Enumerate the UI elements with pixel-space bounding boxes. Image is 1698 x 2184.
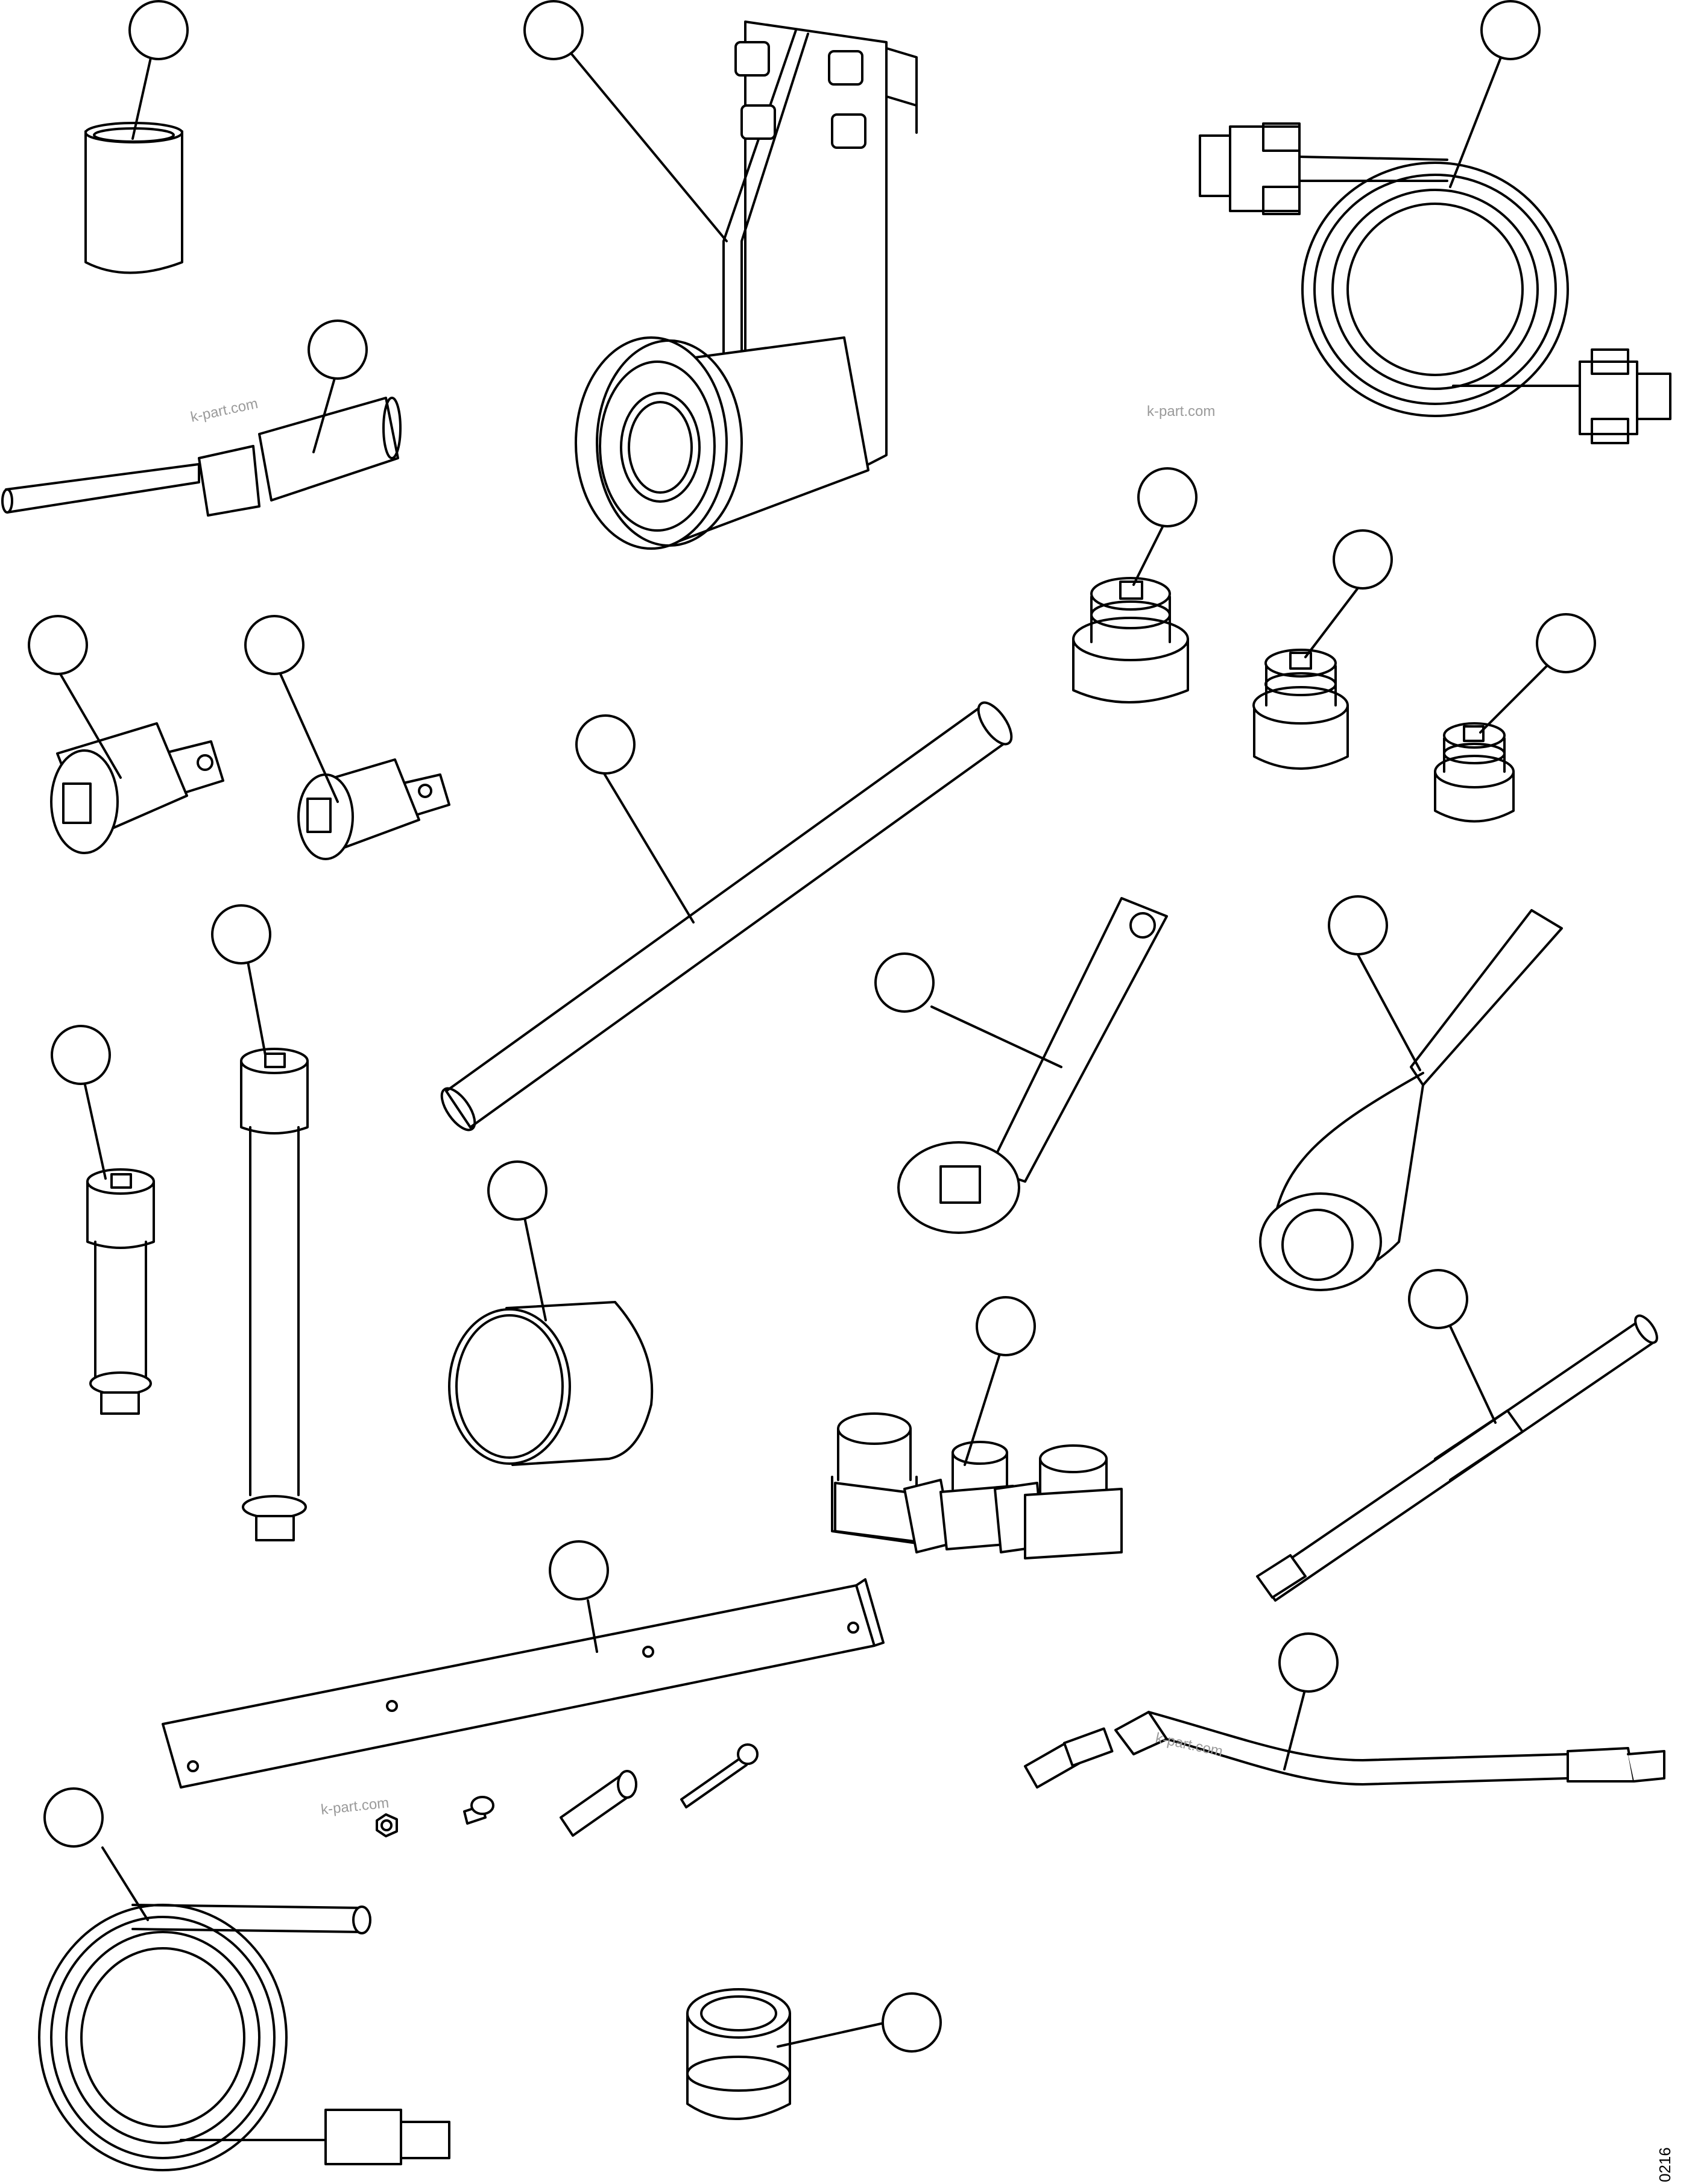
probe-part [1,397,402,517]
callout-12[interactable] [1328,895,1388,955]
callout-8[interactable] [28,615,88,675]
callout-21[interactable] [882,1992,942,2053]
callout-5[interactable] [1137,467,1198,527]
cable-part [1199,122,1671,444]
socket-large-part [1072,577,1189,703]
tee-fitting-part [831,1412,1123,1559]
adapter-small-part [297,758,450,860]
callout-17[interactable] [1408,1269,1468,1329]
extension-short-part [86,1168,155,1415]
watermark-1: k-part.com [189,395,259,426]
callout-16[interactable] [976,1296,1036,1356]
watermark-3: k-part.com [320,1795,390,1818]
extension-long-part [240,1048,309,1541]
rod-part [1256,1314,1658,1602]
spanner-wrench-part [897,897,1168,1234]
coil-cable-part [38,1904,450,2171]
bar-part [440,701,1013,1131]
callout-11[interactable] [874,952,935,1013]
callout-20[interactable] [43,1787,104,1848]
figure-code: 0216 [1656,2147,1674,2182]
callout-7[interactable] [1536,613,1596,673]
watermark-2: k-part.com [1147,403,1215,420]
callout-4[interactable] [308,319,368,380]
callout-3[interactable] [1480,0,1541,60]
watermark-4: k-part.com [1154,1729,1224,1760]
leader-lines [59,47,1560,2048]
callout-10[interactable] [575,714,636,775]
socket-medium-part [1252,649,1349,770]
callout-circles [28,0,1596,2053]
callout-6[interactable] [1333,529,1393,590]
splined-socket-part [686,1988,791,2120]
callout-19[interactable] [1278,1632,1339,1693]
sleeve-part [84,122,183,274]
callout-13[interactable] [51,1025,111,1085]
callout-15[interactable] [487,1160,548,1221]
callout-1[interactable] [128,0,189,60]
socket-small-part [1434,722,1515,823]
hose-part [1024,1711,1665,1789]
adapter-large-part [50,722,224,854]
sleeve-large-part [448,1301,654,1466]
ring-wrench-part [1259,909,1563,1291]
bearing-puller-part [575,20,918,550]
callout-18[interactable] [549,1540,609,1600]
plate-kit-part [162,1578,885,1837]
callout-9[interactable] [244,615,305,675]
callout-14[interactable] [211,904,271,965]
callout-2[interactable] [523,0,584,60]
